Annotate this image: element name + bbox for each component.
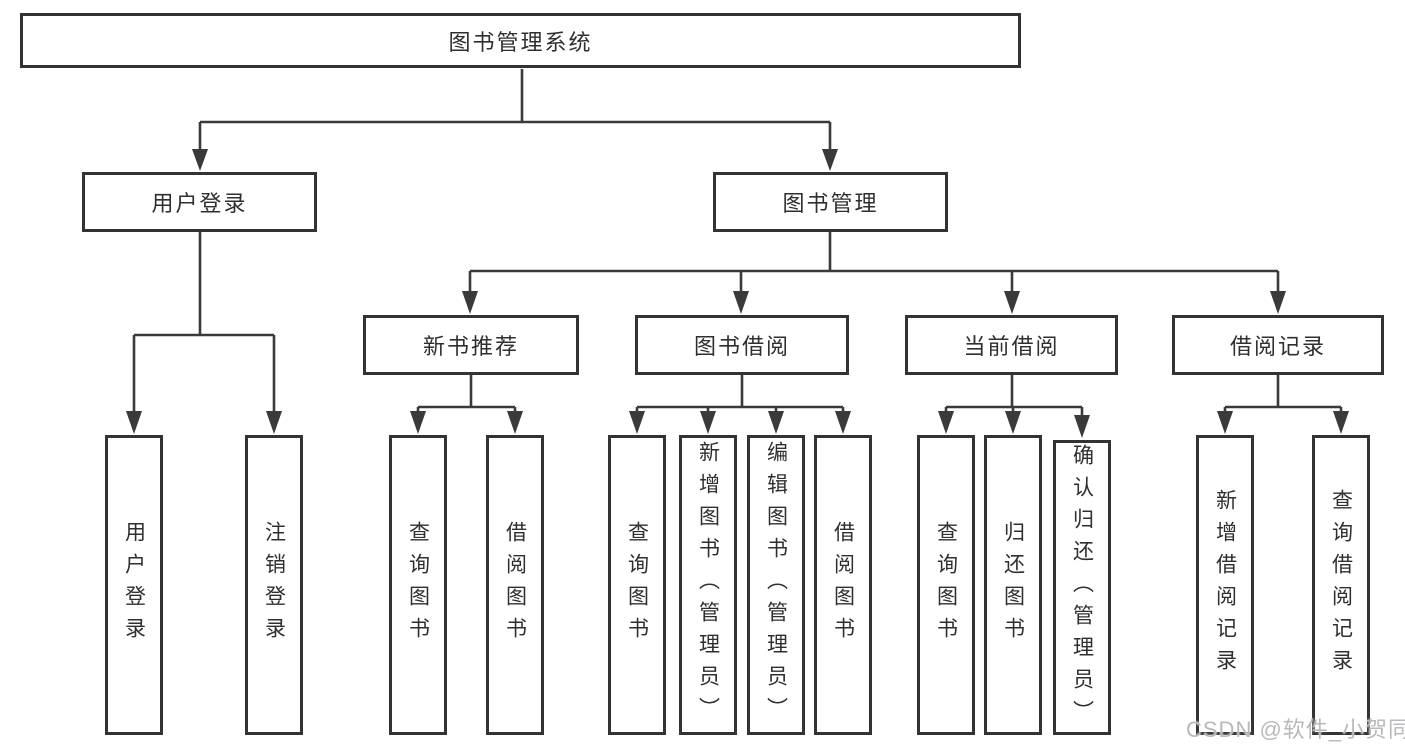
node-label: 图书借阅: [693, 334, 790, 359]
connector-currentborrow-to-leaves: [938, 375, 1090, 438]
leaf-label: 查询图书: [406, 521, 430, 649]
leaf-label: 借阅图书: [503, 521, 527, 649]
node-label: 图书管理: [782, 191, 879, 216]
leaf-confirm-return-admin: 确认归还（管理员）: [1053, 440, 1111, 735]
node-new-book-recommend: 新书推荐: [363, 315, 579, 375]
node-current-borrow: 当前借阅: [905, 315, 1118, 375]
connector-bookborrow-to-leaves: [629, 375, 851, 434]
leaf-label: 用户登录: [122, 521, 146, 649]
leaf-return-book: 归还图书: [984, 435, 1042, 735]
csdn-watermark: CSDN @软件_小贺同学: [1186, 717, 1405, 742]
leaf-borrow-book: 借阅图书: [814, 435, 872, 735]
leaf-label: 借阅图书: [831, 521, 855, 649]
leaf-label: 归还图书: [1001, 521, 1025, 649]
leaf-label: 查询图书: [934, 521, 958, 649]
connector-borrowrecord-to-leaves: [1217, 375, 1349, 434]
node-label: 借阅记录: [1229, 334, 1326, 359]
leaf-add-borrow-record: 新增借阅记录: [1196, 435, 1254, 735]
node-root-label: 图书管理系统: [448, 29, 593, 55]
leaf-query-borrow-record: 查询借阅记录: [1312, 435, 1370, 735]
connector-userlogin-to-leaves: [126, 232, 282, 434]
node-user-login: 用户登录: [82, 172, 317, 232]
node-label: 用户登录: [151, 191, 248, 216]
leaf-label: 确认归还（管理员）: [1070, 443, 1094, 732]
leaf-logout: 注销登录: [245, 435, 303, 735]
leaf-add-book-admin: 新增图书（管理员）: [679, 435, 737, 735]
leaf-label: 查询图书: [625, 521, 649, 649]
leaf-borrow-book-recommend: 借阅图书: [486, 435, 544, 735]
node-book-borrow: 图书借阅: [635, 315, 849, 375]
leaf-edit-book-admin: 编辑图书（管理员）: [747, 435, 805, 735]
leaf-label: 新增借阅记录: [1213, 489, 1237, 681]
leaf-user-login: 用户登录: [105, 435, 163, 735]
leaf-query-book-current: 查询图书: [917, 435, 975, 735]
node-borrow-record: 借阅记录: [1172, 315, 1384, 375]
node-book-management: 图书管理: [713, 172, 948, 232]
node-label: 新书推荐: [422, 334, 519, 359]
leaf-query-book-borrow: 查询图书: [608, 435, 666, 735]
leaf-label: 查询借阅记录: [1329, 489, 1353, 681]
leaf-label: 注销登录: [262, 521, 286, 649]
leaf-label: 编辑图书（管理员）: [764, 441, 788, 729]
connector-bookmgmt-to-level3: [462, 232, 1286, 314]
leaf-query-book-recommend: 查询图书: [389, 435, 447, 735]
node-root: 图书管理系统: [20, 13, 1021, 68]
connector-root-to-level2: [192, 69, 838, 171]
node-label: 当前借阅: [963, 334, 1060, 359]
leaf-label: 新增图书（管理员）: [696, 441, 720, 729]
connector-newbook-to-leaves: [410, 375, 523, 434]
